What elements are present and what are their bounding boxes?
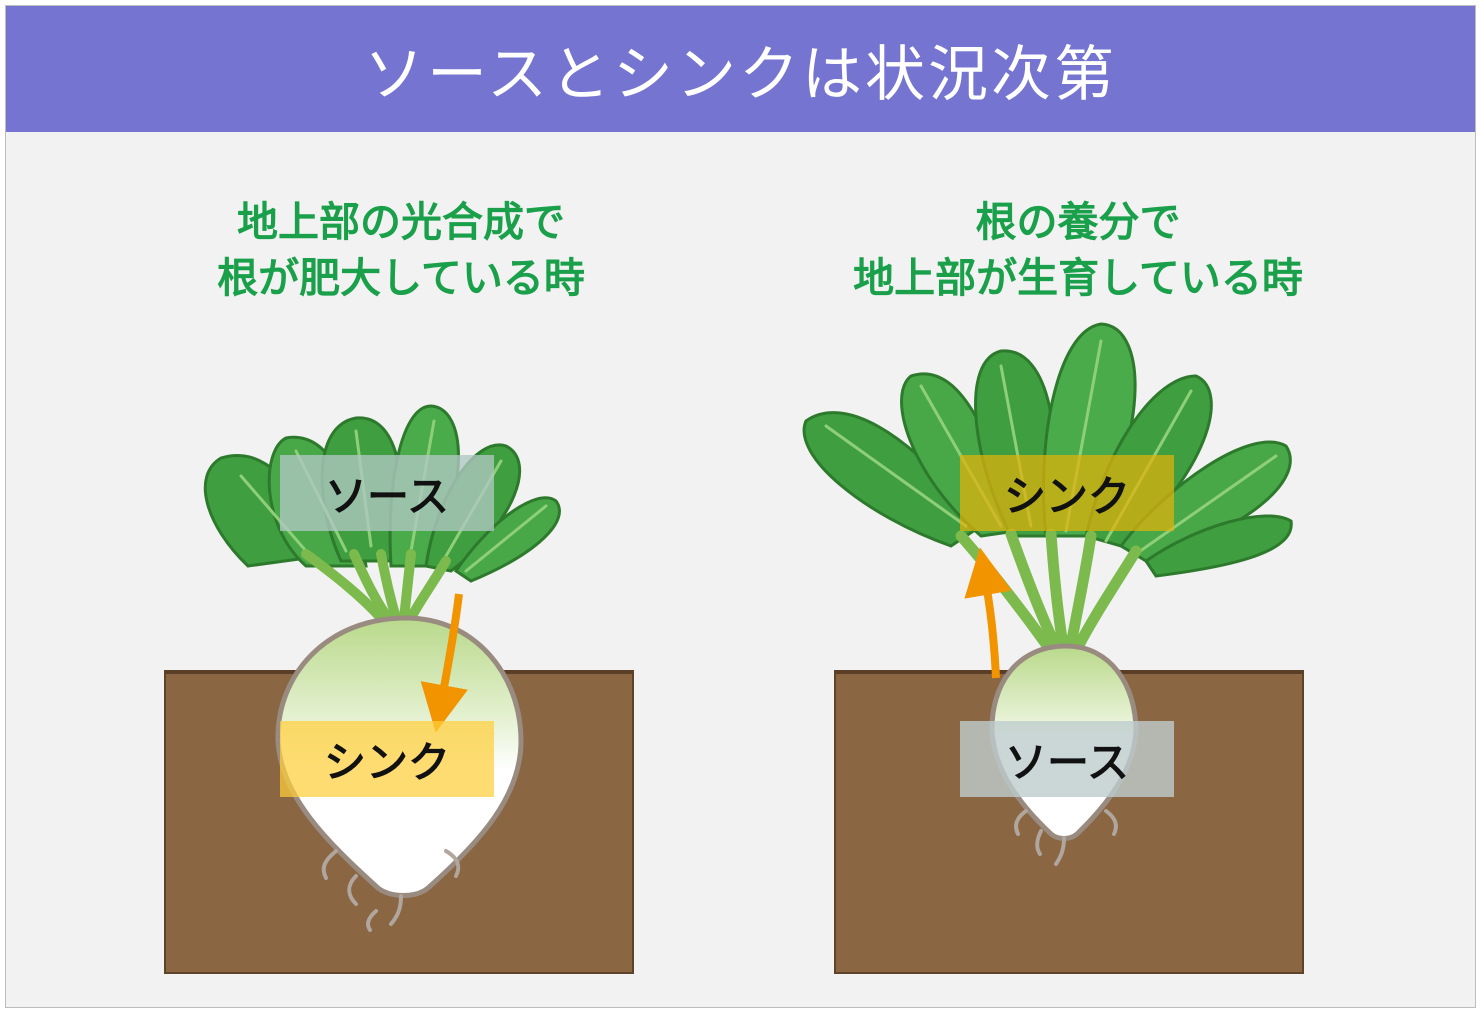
left-root-hairs <box>321 849 461 932</box>
right-stems <box>955 528 1142 657</box>
left-sink-label: シンク <box>280 721 494 797</box>
right-sink-label: シンク <box>960 455 1174 531</box>
left-source-label: ソース <box>280 455 494 531</box>
left-panel-caption: 地上部の光合成で 根が肥大している時 <box>81 194 721 306</box>
turnip-illustrations <box>164 322 1304 974</box>
left-stems <box>301 549 451 623</box>
right-flow-arrow <box>964 547 1012 679</box>
left-caption-line-1: 地上部の光合成で <box>237 198 565 246</box>
right-panel-caption: 根の養分で 地上部が生育している時 <box>758 194 1398 306</box>
right-caption-line-2: 地上部が生育している時 <box>853 254 1303 302</box>
left-caption-line-2: 根が肥大している時 <box>217 254 585 302</box>
header-bar: ソースとシンクは状況次第 <box>6 6 1475 132</box>
right-root-hairs <box>1014 809 1118 866</box>
right-source-label: ソース <box>960 721 1174 797</box>
right-turnip <box>802 322 1304 974</box>
right-caption-line-1: 根の養分で <box>975 198 1181 246</box>
left-flow-arrow <box>420 593 468 733</box>
page-title: ソースとシンクは状況次第 <box>364 39 1117 110</box>
slide-frame: ソースとシンクは状況次第 地上部の光合成で 根が肥大している時 根の養分で 地上… <box>5 5 1476 1008</box>
